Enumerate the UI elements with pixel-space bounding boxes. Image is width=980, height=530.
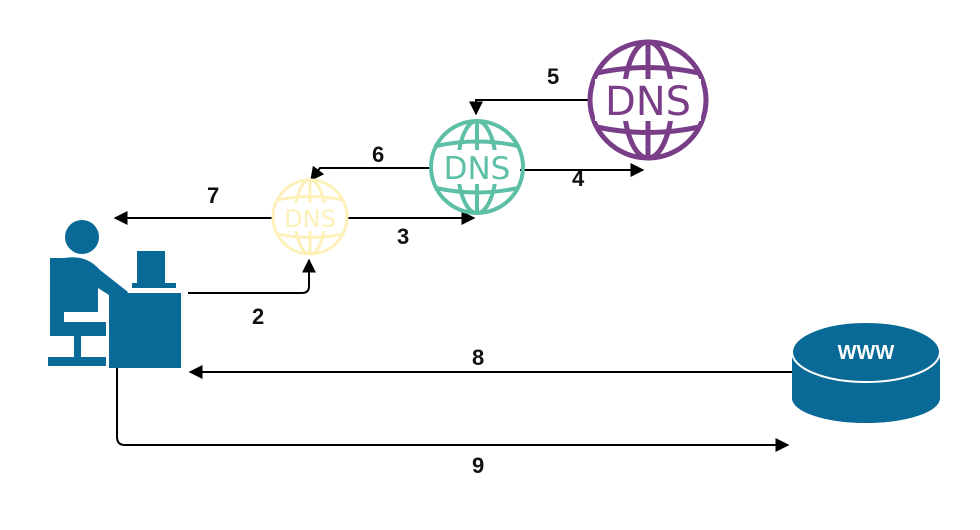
edge-label-4: 4: [572, 166, 585, 191]
edge-label-9: 9: [472, 453, 484, 478]
edge-5-dns-large-to-dns-medium: [469, 99, 592, 116]
globe-icon: [429, 119, 525, 215]
edge-label-7: 7: [207, 183, 219, 208]
dns-server-medium: [429, 119, 525, 215]
edge-9-user-to-web-server: [116, 368, 790, 452]
dns-small-label: DNS: [284, 205, 336, 233]
dns-server-small: [271, 178, 349, 256]
edge-label-8: 8: [472, 345, 484, 370]
edge-label-3: 3: [397, 224, 409, 249]
user-at-computer-icon: [48, 220, 181, 368]
web-server-cylinder: [791, 321, 941, 423]
edge-6-dns-medium-to-dns-small: [310, 165, 433, 182]
web-server-label: WWW: [838, 342, 895, 364]
edge-label-5: 5: [547, 64, 559, 89]
edge-2-user-to-dns-small: [188, 258, 316, 294]
dns-large-label: DNS: [605, 79, 691, 125]
dns-server-large: [587, 39, 709, 161]
dns-medium-label: DNS: [444, 151, 511, 187]
edge-label-2: 2: [252, 304, 264, 329]
edge-label-6: 6: [372, 142, 384, 167]
